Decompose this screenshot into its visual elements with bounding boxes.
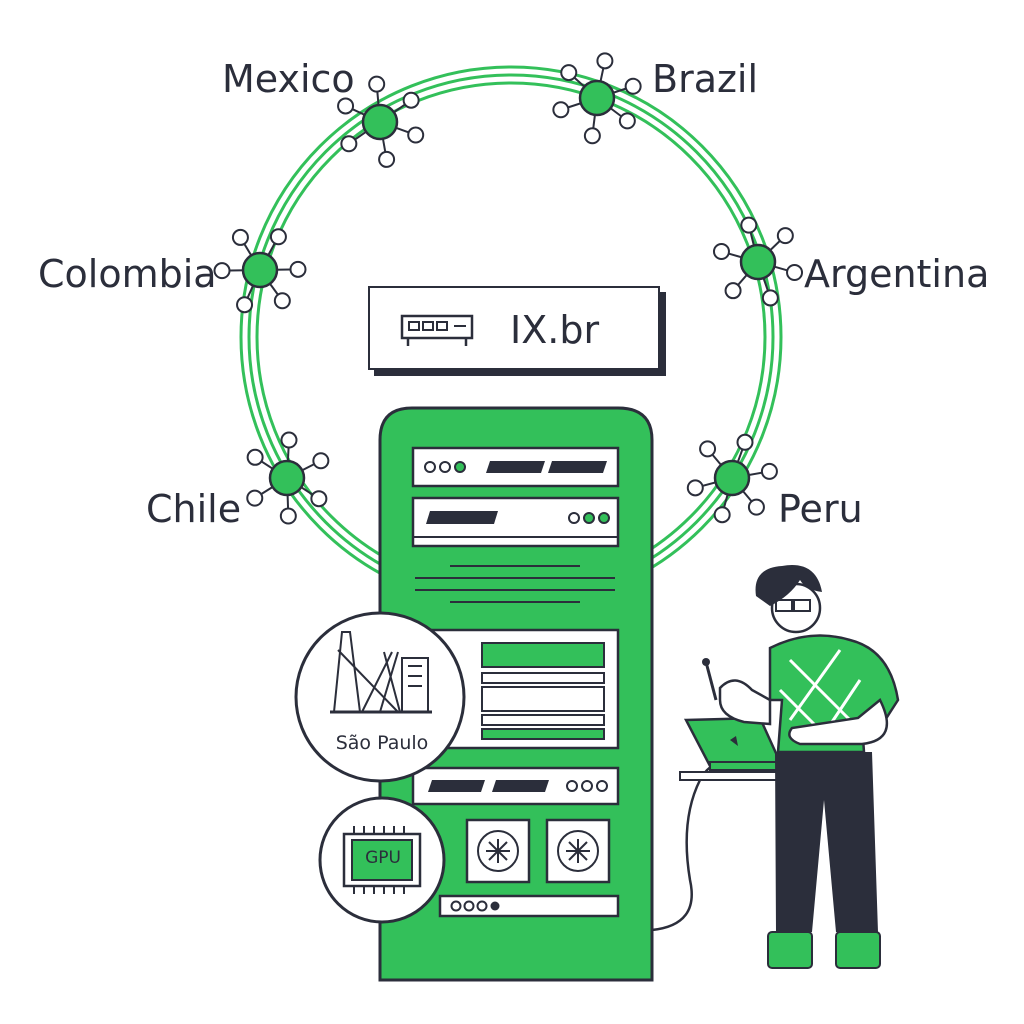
satellite-node	[724, 282, 742, 300]
satellite-node	[686, 479, 704, 497]
network-node-argentina	[712, 216, 804, 307]
satellite-node	[712, 243, 730, 261]
fan-icon	[465, 818, 531, 884]
satellite-node	[246, 448, 264, 466]
sao-paulo-badge	[294, 611, 466, 783]
satellite-node	[552, 101, 570, 119]
satellite-node	[747, 498, 765, 516]
hub-node-argentina	[739, 243, 777, 281]
country-label-colombia: Colombia	[38, 252, 217, 296]
network-node-brazil	[552, 52, 642, 145]
gpu-badge	[318, 796, 446, 924]
network-node-colombia	[213, 228, 307, 314]
engineer-illustration	[679, 565, 900, 969]
satellite-node	[786, 263, 804, 281]
satellite-node	[740, 216, 758, 234]
satellite-node	[246, 489, 264, 507]
satellite-node	[407, 126, 425, 144]
hub-node-chile	[268, 459, 306, 497]
country-nodes	[213, 52, 804, 525]
network-node-peru	[686, 433, 778, 524]
hub-node-mexico	[361, 103, 399, 141]
satellite-node	[583, 127, 601, 145]
satellite-node	[273, 292, 291, 310]
exchange-label: IX.br	[510, 308, 600, 352]
city-label: São Paulo	[335, 732, 429, 754]
satellite-node	[340, 135, 358, 153]
hub-node-brazil	[578, 79, 616, 117]
satellite-node	[560, 64, 578, 82]
satellite-node	[699, 440, 717, 458]
sao-paulo-bridge-icon	[330, 631, 432, 714]
satellite-node	[624, 77, 642, 95]
satellite-node	[337, 97, 355, 115]
hub-node-colombia	[241, 251, 279, 289]
exchange-box: IX.br	[368, 286, 660, 370]
satellite-node	[280, 431, 298, 449]
satellite-node	[231, 228, 249, 246]
satellite-node	[736, 433, 754, 451]
fan-icon	[545, 818, 611, 884]
gpu-chip-icon	[342, 826, 422, 894]
country-label-mexico: Mexico	[222, 57, 355, 101]
country-label-argentina: Argentina	[804, 252, 990, 296]
gpu-label: GPU	[365, 848, 401, 868]
satellite-node	[310, 490, 328, 508]
satellite-node	[378, 150, 396, 168]
satellite-node	[776, 227, 794, 245]
satellite-node	[368, 75, 386, 93]
satellite-node	[402, 91, 420, 109]
satellite-node	[213, 262, 231, 280]
satellite-node	[618, 112, 636, 130]
country-label-brazil: Brazil	[652, 57, 759, 101]
network-node-mexico	[337, 75, 425, 168]
satellite-node	[312, 452, 330, 470]
server-rack	[378, 406, 654, 982]
satellite-node	[596, 52, 614, 70]
satellite-node	[289, 260, 307, 278]
satellite-node	[279, 507, 297, 525]
hub-node-peru	[713, 459, 751, 497]
country-label-chile: Chile	[146, 487, 242, 531]
satellite-node	[236, 296, 254, 314]
satellite-node	[760, 462, 778, 480]
country-label-peru: Peru	[778, 487, 863, 531]
network-node-chile	[246, 431, 330, 525]
satellite-node	[269, 228, 287, 246]
network-switch-icon	[400, 314, 474, 346]
satellite-node	[761, 289, 779, 307]
satellite-node	[713, 506, 731, 524]
